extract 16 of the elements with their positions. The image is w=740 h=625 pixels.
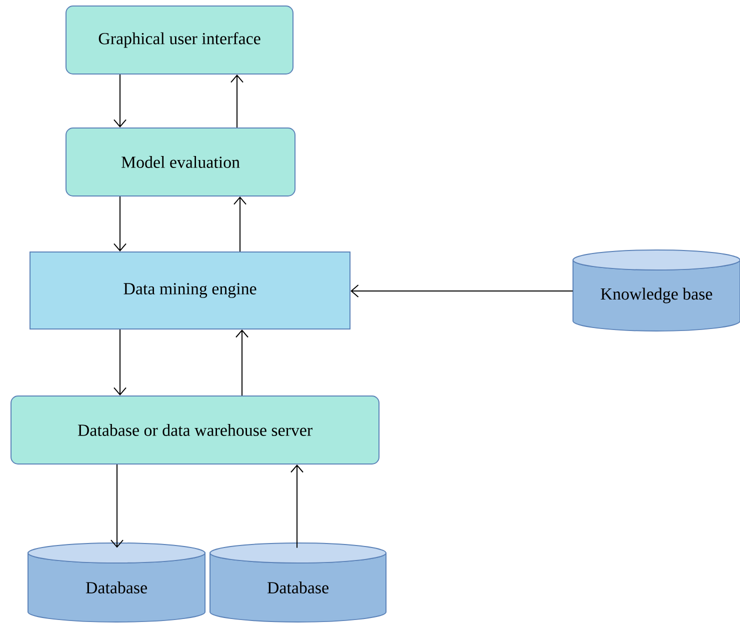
process-box: Model evaluation [66, 128, 296, 196]
process-box: Graphical user interface [66, 6, 294, 74]
arrow [230, 74, 244, 128]
database-cylinder: Database [28, 542, 206, 622]
process-box: Database or data warehouse server [10, 396, 380, 464]
arrow [114, 74, 126, 128]
arrow [236, 330, 248, 396]
database-cylinder: Knowledge base [572, 250, 740, 332]
arrow [114, 196, 126, 252]
arrow [110, 464, 124, 548]
arrow [234, 196, 246, 252]
arrow [114, 329, 126, 396]
arrow [290, 464, 304, 548]
database-cylinder: Database [210, 542, 386, 622]
arrow [350, 284, 574, 298]
process-box: Data mining engine [30, 252, 350, 330]
